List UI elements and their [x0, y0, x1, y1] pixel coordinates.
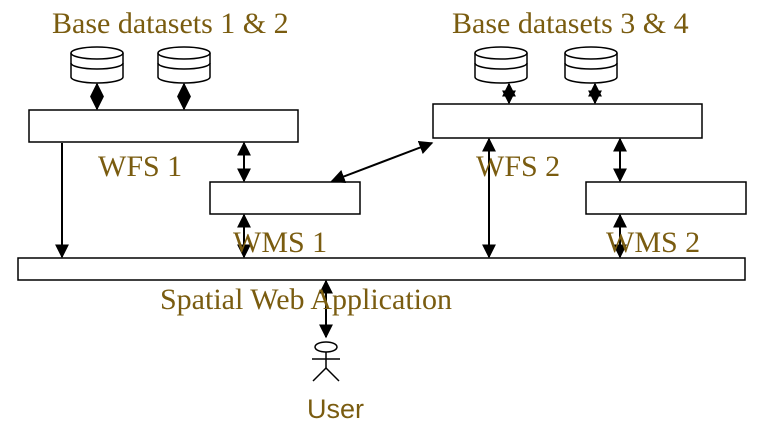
arrow-wms1-wfs2	[330, 140, 434, 184]
database-icon-2	[157, 46, 211, 84]
base-datasets-1-2-label: Base datasets 1 & 2	[52, 7, 289, 40]
wms1-label: WMS 1	[233, 226, 327, 259]
database-icon-4	[564, 46, 618, 84]
database-icon-3	[474, 46, 528, 84]
spatial-web-application-label: Spatial Web Application	[160, 283, 452, 316]
wms1-box	[209, 181, 361, 215]
database-icon-1	[70, 46, 124, 84]
wfs1-box	[28, 109, 299, 143]
wms2-label: WMS 2	[606, 226, 700, 259]
base-datasets-3-4-label: Base datasets 3 & 4	[452, 7, 689, 40]
user-label: User	[307, 394, 364, 424]
wfs1-label: WFS 1	[98, 150, 182, 183]
wfs2-label: WFS 2	[476, 150, 560, 183]
user-actor-icon	[312, 341, 340, 382]
spatial-web-application-box	[17, 257, 746, 281]
wfs2-box	[432, 103, 703, 139]
wms2-box	[585, 181, 747, 215]
